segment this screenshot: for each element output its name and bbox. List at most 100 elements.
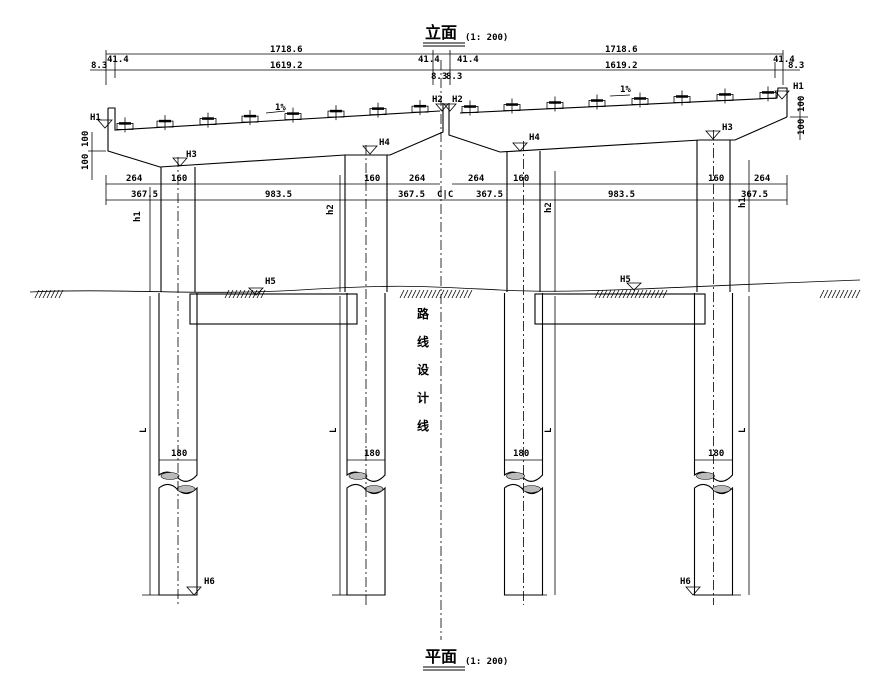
elev-h1-left: H1 <box>90 113 101 123</box>
pile-diameter: 180 <box>708 449 724 459</box>
centerline-label-char: 路 <box>417 306 430 321</box>
bearing <box>284 107 302 123</box>
hatch-line <box>419 289 425 299</box>
hatch-line <box>427 289 433 299</box>
bearing <box>588 94 606 110</box>
hatch-line <box>847 289 853 299</box>
elev-h3-left: H3 <box>186 150 197 160</box>
centerline-label-char: 设 <box>417 362 430 377</box>
hatch-line <box>38 289 44 299</box>
dim-cap-depth-a-left: 100 <box>81 131 91 147</box>
bearing <box>116 117 134 133</box>
hatch-line <box>431 289 437 299</box>
hatch-line <box>411 289 417 299</box>
elev-h3-right: H3 <box>722 123 733 133</box>
pile-break-hatch <box>160 472 180 480</box>
pile-length-label: L <box>738 427 748 433</box>
bearing <box>759 86 777 102</box>
pile-diameter: 180 <box>364 449 380 459</box>
elevation-markers <box>97 90 790 596</box>
hatch-line <box>835 289 841 299</box>
pile-break-hatch <box>522 485 541 493</box>
dim-cap-depth-a-right: 100 <box>797 96 807 112</box>
dim-col-r2: 160 <box>708 174 724 184</box>
hatch-line <box>843 289 849 299</box>
dim-overall-right: 1718.6 <box>605 45 638 55</box>
hatch-line <box>403 289 409 299</box>
elev-h2-left: H2 <box>432 95 443 105</box>
elev-h5-left: H5 <box>265 277 276 287</box>
bearing <box>327 105 345 121</box>
elev-h4-left: H4 <box>379 138 390 148</box>
centerline-label-char: 计 <box>417 390 429 405</box>
dim-overhang-l2: 367.5 <box>398 190 425 200</box>
pile-break-hatch <box>176 485 196 493</box>
hatch-line <box>467 289 473 299</box>
hatch-line <box>839 289 845 299</box>
slope-right: 1% <box>620 85 631 95</box>
dim-edge-left: 8.3 <box>91 61 107 71</box>
pile-break-hatch <box>348 472 368 480</box>
dim-overall-left: 1718.6 <box>270 45 303 55</box>
ground-line <box>29 279 861 293</box>
tie-beam-right <box>534 293 706 325</box>
dim-col-l2: 160 <box>364 174 380 184</box>
top-dimensions <box>90 50 800 85</box>
pile-break-hatch <box>696 472 715 480</box>
pile-diameter: 180 <box>513 449 529 459</box>
hatch-line <box>54 289 60 299</box>
pile-break-hatch <box>712 485 731 493</box>
elevation-scale: (1: 200) <box>465 33 508 43</box>
hatch-line <box>823 289 829 299</box>
hatch-line <box>451 289 457 299</box>
centerline-label-char: 线 <box>417 334 429 349</box>
hatch-line <box>827 289 833 299</box>
hatch-line <box>399 289 405 299</box>
hatch-line <box>463 289 469 299</box>
slope-arrow <box>265 110 286 114</box>
hatch-line <box>455 289 461 299</box>
elev-h1-right: H1 <box>793 82 804 92</box>
dim-cantilever-r1: 264 <box>468 174 485 184</box>
height-label: h1 <box>133 211 143 222</box>
hatch-line <box>42 289 48 299</box>
dim-overhang-r2: 367.5 <box>741 190 768 200</box>
pier <box>693 130 750 605</box>
slope-left: 1% <box>275 103 286 113</box>
slope-arrow <box>609 94 631 97</box>
dim-span-right: 983.5 <box>608 190 635 200</box>
hatch-line <box>435 289 441 299</box>
hatch-line <box>34 289 40 299</box>
plan-scale: (1: 200) <box>465 657 508 667</box>
dim-center-gap-right: 8.3 <box>446 72 462 82</box>
hatch-line <box>415 289 421 299</box>
hatch-line <box>851 289 857 299</box>
elev-h6-right: H6 <box>680 577 691 587</box>
hatch-line <box>459 289 465 299</box>
dim-cantilever-r2: 264 <box>754 174 771 184</box>
pier <box>503 141 556 605</box>
pile-length-label: L <box>329 427 339 433</box>
elevation-title: 立面 <box>425 23 457 42</box>
dim-overhang-l1: 367.5 <box>131 190 158 200</box>
cap-dimensions <box>105 175 788 205</box>
dim-rail-left: 41.4 <box>107 55 129 65</box>
hatch-line <box>447 289 453 299</box>
pier <box>142 157 198 605</box>
dim-col-l1: 160 <box>171 174 187 184</box>
hatch-line <box>50 289 56 299</box>
hatch-line <box>46 289 52 299</box>
hatch-line <box>423 289 429 299</box>
dim-edge-right: 8.3 <box>788 61 804 71</box>
dim-col-r1: 160 <box>513 174 529 184</box>
bearing <box>716 88 734 104</box>
bearing <box>546 96 564 112</box>
pier <box>332 145 388 605</box>
bearing <box>156 115 174 131</box>
bearings <box>116 86 777 133</box>
dim-cantilever-l2: 264 <box>409 174 426 184</box>
bearing <box>369 102 387 118</box>
bearing <box>503 98 521 114</box>
height-label: h2 <box>326 204 336 215</box>
hatch-line <box>443 289 449 299</box>
